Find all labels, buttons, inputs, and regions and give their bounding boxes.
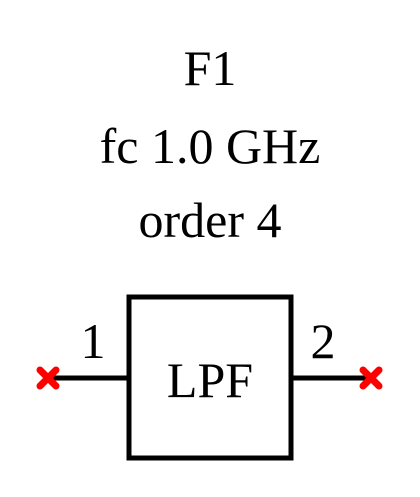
filter-order-label: order 4 — [139, 192, 282, 248]
port-2-marker-icon[interactable] — [359, 366, 383, 390]
port-1-number: 1 — [81, 313, 106, 369]
port-1-marker-icon[interactable] — [36, 366, 60, 390]
cutoff-frequency-label: fc 1.0 GHz — [100, 118, 321, 174]
filter-body-box[interactable] — [126, 294, 294, 461]
filter-type-label: LPF — [167, 352, 253, 408]
port-2-number: 2 — [311, 313, 336, 369]
component-designator: F1 — [184, 40, 237, 96]
